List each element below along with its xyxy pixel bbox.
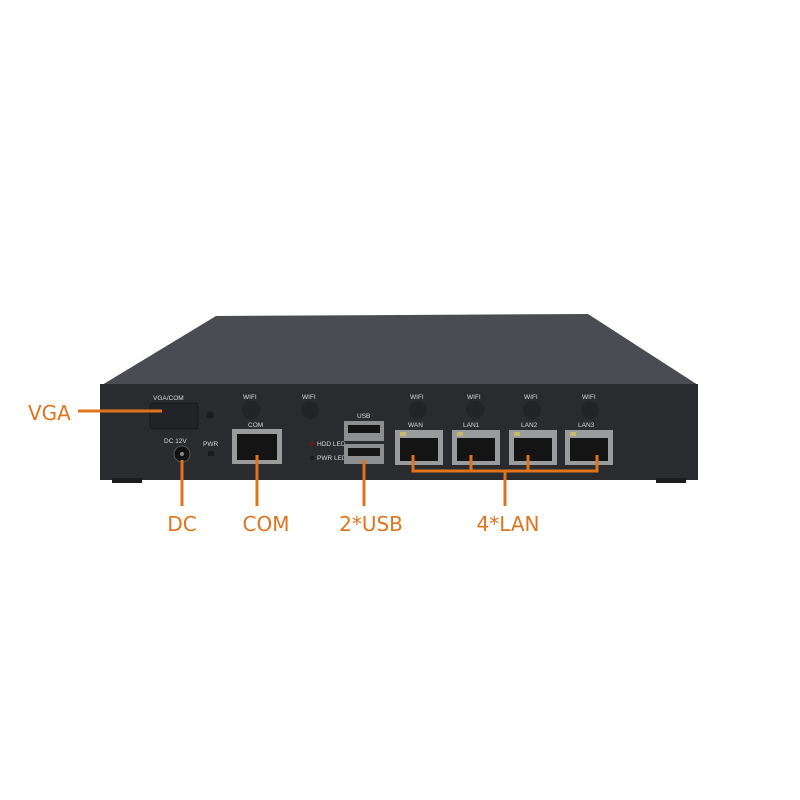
hdd-led-label: HDD LED: [317, 441, 346, 448]
pwr-button: [208, 451, 214, 456]
wifi-antenna-hole: [242, 401, 260, 419]
foot-left: [112, 478, 142, 483]
wifi-antenna-hole: [466, 401, 484, 419]
port-led: [514, 432, 520, 436]
port-led: [400, 432, 406, 436]
port-socket: [457, 438, 495, 461]
wifi-label: WIFI: [302, 394, 316, 401]
dc-jack-pin: [180, 452, 184, 456]
port-led: [457, 432, 463, 436]
wifi-label: WIFI: [582, 394, 596, 401]
port-led: [570, 432, 576, 436]
wifi-label: WIFI: [524, 394, 538, 401]
com-label: COM: [248, 422, 263, 429]
wifi-label: WIFI: [410, 394, 424, 401]
foot-right: [656, 478, 686, 483]
wifi-antenna-hole: [581, 401, 599, 419]
chassis-top: [102, 314, 698, 385]
wan-label: WAN: [408, 422, 423, 429]
vga-com-label: VGA/COM: [153, 395, 184, 402]
port-socket: [570, 438, 608, 461]
com-callout: COM: [243, 512, 290, 536]
dc-label: DC 12V: [164, 438, 187, 445]
lan2-label: LAN2: [521, 422, 538, 429]
vga-port-cover: [149, 402, 199, 430]
lan3-label: LAN3: [578, 422, 595, 429]
usb-label: USB: [357, 413, 370, 420]
wifi-antenna-hole: [523, 401, 541, 419]
usb-port-2-slot: [348, 448, 380, 456]
dc-callout: DC: [167, 512, 196, 536]
port-socket: [514, 438, 552, 461]
indicator-dot: [206, 411, 214, 419]
wifi-antenna-hole: [301, 401, 319, 419]
lan-port-group: WAN LAN1 LAN2 LAN3: [395, 422, 613, 465]
port-socket: [400, 438, 438, 461]
usb-port-1-slot: [348, 425, 380, 433]
pwr-label: PWR: [203, 441, 218, 448]
wifi-label: WIFI: [467, 394, 481, 401]
pwr-led: [309, 455, 315, 461]
callout-lines: [78, 409, 599, 506]
hdd-led: [309, 441, 315, 447]
wifi-antenna-hole: [409, 401, 427, 419]
wifi-antenna-group: WIFI WIFI WIFI WIFI WIFI WIFI: [242, 394, 599, 419]
lan1-label: LAN1: [463, 422, 480, 429]
vga-callout: VGA: [28, 401, 71, 425]
usb-callout: 2*USB: [339, 512, 403, 536]
wifi-label: WIFI: [243, 394, 257, 401]
lan-callout: 4*LAN: [477, 512, 540, 536]
pwr-led-label: PWR LED: [317, 455, 347, 462]
